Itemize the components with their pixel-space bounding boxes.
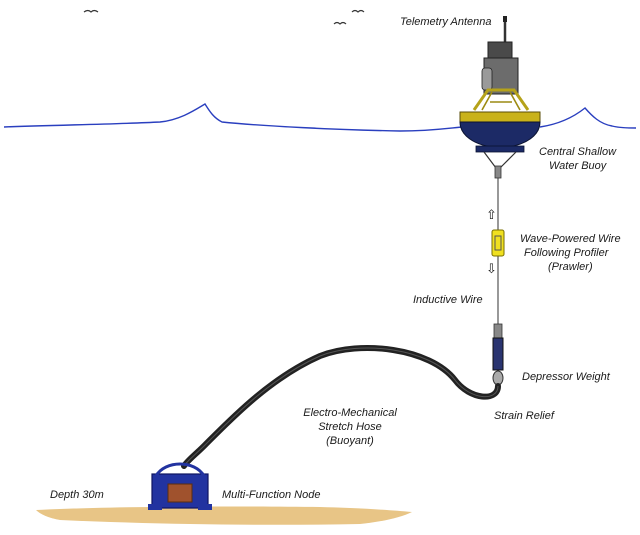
node-foot-left xyxy=(148,504,162,510)
buoy-tower-canister xyxy=(481,67,493,91)
label-water-buoy: Water Buoy xyxy=(549,160,607,172)
prawler-clamp xyxy=(494,235,502,251)
label-telemetry-antenna: Telemetry Antenna xyxy=(400,16,492,28)
down-arrow-icon: ⇩ xyxy=(486,261,497,276)
label-prawler: (Prawler) xyxy=(548,261,593,273)
up-arrow-icon: ⇧ xyxy=(486,207,497,222)
buoy-frame-inner xyxy=(481,91,521,111)
multi-function-node xyxy=(148,462,212,510)
label-buoyant: (Buoyant) xyxy=(326,435,374,447)
label-following-profiler: Following Profiler xyxy=(524,247,609,259)
label-electro-mechanical: Electro-Mechanical xyxy=(303,407,397,419)
birds xyxy=(83,9,365,25)
label-depth: Depth 30m xyxy=(50,489,104,501)
buoy-keel xyxy=(475,145,525,153)
prawler-body xyxy=(491,229,505,257)
depressor-weight xyxy=(492,323,504,386)
label-depressor-weight: Depressor Weight xyxy=(522,371,610,383)
label-wave-powered-wire: Wave-Powered Wire xyxy=(520,233,621,245)
buoy-bridle xyxy=(483,151,517,169)
strain-relief-bulb xyxy=(492,370,504,386)
depressor-upper xyxy=(493,323,503,339)
node-top-arch xyxy=(154,462,206,477)
buoy-frame xyxy=(472,88,530,111)
bird-2 xyxy=(351,9,365,13)
label-stretch-hose: Stretch Hose xyxy=(318,421,382,433)
label-strain-relief: Strain Relief xyxy=(494,410,554,422)
antenna-top xyxy=(503,16,507,22)
node-foot-right xyxy=(198,504,212,510)
buoy-tower-box xyxy=(487,41,513,61)
buoy-swivel xyxy=(494,165,502,179)
buoy-hull-top xyxy=(459,111,541,123)
label-central-shallow: Central Shallow xyxy=(539,146,617,158)
sea-surface-line xyxy=(3,103,637,132)
stretch-hose-highlight xyxy=(183,347,499,467)
label-multi-function-node: Multi-Function Node xyxy=(222,489,321,501)
label-inductive-wire: Inductive Wire xyxy=(413,294,483,306)
buoy xyxy=(459,16,541,179)
seabed xyxy=(36,506,412,525)
depressor-body xyxy=(492,337,504,371)
bird-3 xyxy=(333,21,347,25)
prawler-profiler xyxy=(491,229,505,257)
buoy-hull-bottom xyxy=(459,121,541,149)
bird-1 xyxy=(83,9,99,13)
node-core xyxy=(167,483,193,503)
